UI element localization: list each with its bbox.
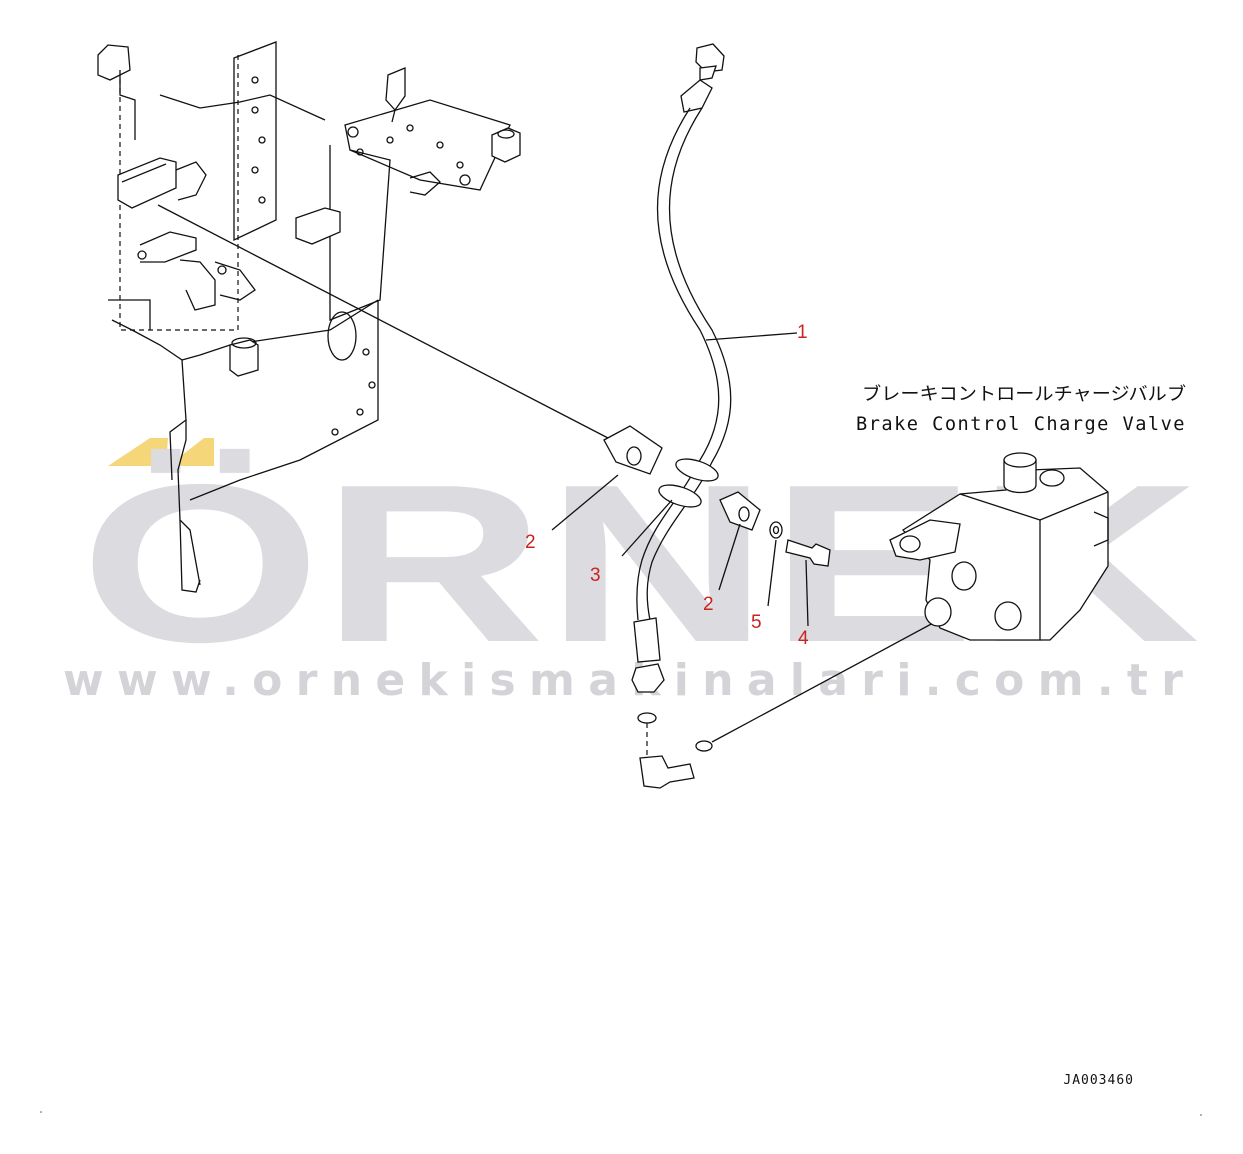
leader-clamp xyxy=(157,204,609,439)
drawing-code: JA003460 xyxy=(1063,1073,1134,1088)
callout-4: 4 xyxy=(798,628,809,649)
callout-2-left: 2 xyxy=(525,532,536,553)
callout-5: 5 xyxy=(751,612,762,633)
callout-3: 3 xyxy=(590,565,601,586)
charge-valve xyxy=(889,452,1109,641)
watermark-accent-left xyxy=(108,438,168,466)
assembly-label-english: Brake Control Charge Valve xyxy=(856,413,1186,435)
clamp-part-2-left xyxy=(603,425,663,475)
callout-1: 1 xyxy=(797,322,808,343)
corner-speck-left xyxy=(40,1111,42,1113)
elbow-fitting xyxy=(637,621,936,789)
assembly-label-japanese: ブレーキコントロールチャージバルブ xyxy=(862,383,1186,405)
watermark-accent-right xyxy=(168,438,214,466)
bolt-part-4 xyxy=(785,539,831,567)
leader-lines xyxy=(551,332,809,627)
callout-2-right: 2 xyxy=(703,594,714,615)
corner-speck-right xyxy=(1200,1114,1202,1116)
clamp-part-2-right xyxy=(719,491,761,531)
washer-part-5 xyxy=(769,521,783,539)
hose-part-1 xyxy=(631,43,732,693)
bracket-assembly xyxy=(97,41,521,593)
